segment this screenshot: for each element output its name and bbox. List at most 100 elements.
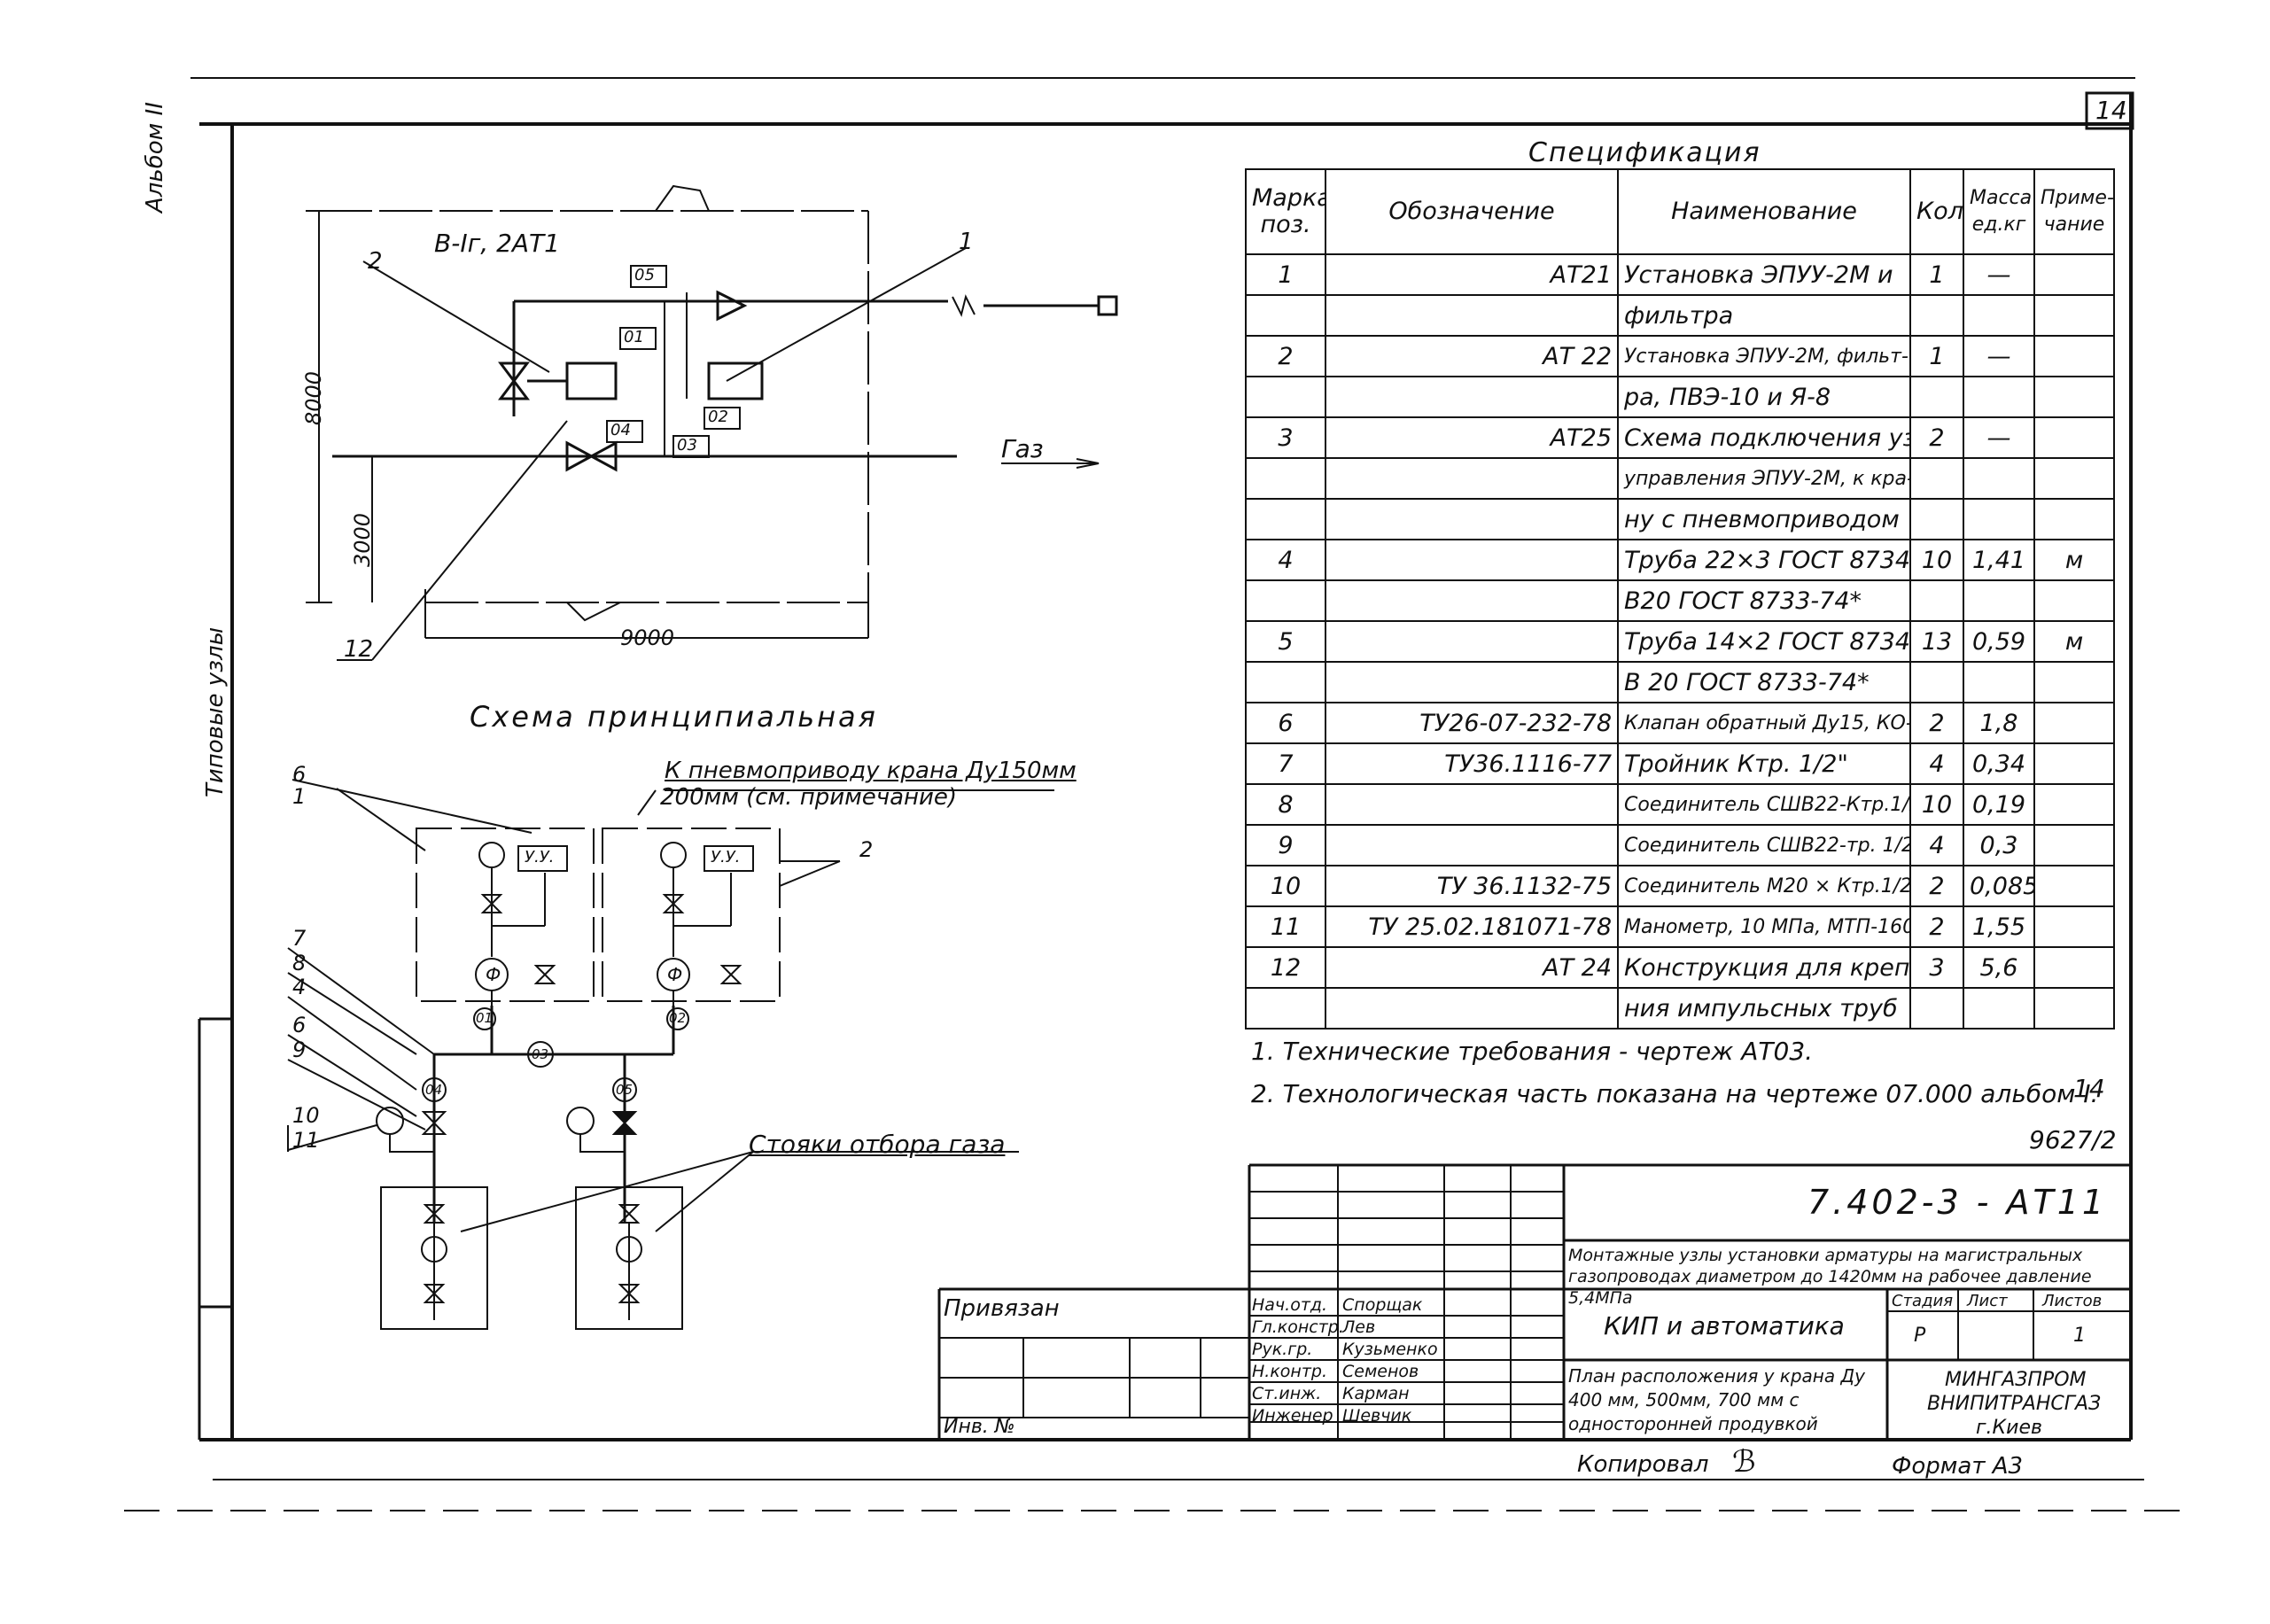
sheet-number: 14 <box>2095 96 2127 125</box>
schematic-uu-right: У.У. <box>711 848 741 866</box>
spec-cell-mark: 7 <box>1245 742 1326 785</box>
spec-cell-note: м <box>2033 620 2115 663</box>
spec-cell-name: управления ЭПУУ-2М, к кра- <box>1617 457 1911 500</box>
spec-cell-mass <box>1963 579 2035 622</box>
spec-cell-name: В20 ГОСТ 8733-74* <box>1617 579 1911 622</box>
spec-cell-qty <box>1909 294 1964 337</box>
spec-cell-note <box>2033 946 2115 989</box>
schematic-node-03: 03 <box>532 1046 549 1062</box>
spec-cell-mass: — <box>1963 253 2035 296</box>
spec-cell-mark: 2 <box>1245 335 1326 377</box>
spec-cell-note <box>2033 498 2115 540</box>
spec-cell-note <box>2033 579 2115 622</box>
spec-cell-mark: 1 <box>1245 253 1326 296</box>
spec-cell-mass: 0,19 <box>1963 783 2035 826</box>
stage-header: Стадия <box>1892 1292 1954 1310</box>
spec-cell-name: Схема подключения узла <box>1617 416 1911 459</box>
spec-cell-code: ТУ 36.1132-75 <box>1325 865 1619 907</box>
spec-cell-mass: — <box>1963 416 2035 459</box>
spec-cell-mass <box>1963 987 2035 1030</box>
spec-cell-code: АТ25 <box>1325 416 1619 459</box>
plan-box-03: 03 <box>677 436 697 455</box>
schematic-callout-6a: 6 <box>292 762 307 787</box>
spec-cell-mark <box>1245 498 1326 540</box>
signature-role: Н.контр. <box>1252 1362 1328 1381</box>
stage-value: Р <box>1914 1325 1926 1347</box>
spec-header-mass: Масса ед.кг <box>1963 168 2035 255</box>
plan-box-04: 04 <box>610 421 631 439</box>
spec-header-note: Приме- чание <box>2033 168 2115 255</box>
spec-cell-mass <box>1963 661 2035 703</box>
spec-cell-note <box>2033 702 2115 744</box>
sheet-ref-bottom: 9627/2 <box>2029 1125 2117 1154</box>
table-row: управления ЭПУУ-2М, к кра- <box>1245 457 2115 500</box>
spec-cell-name: Труба 14×2 ГОСТ 8734-75* <box>1617 620 1911 663</box>
spec-cell-mark: 5 <box>1245 620 1326 663</box>
spec-cell-note <box>2033 742 2115 785</box>
spec-cell-name: Манометр, 10 МПа, МТП-160-100 <box>1617 905 1911 948</box>
plan-box-01: 01 <box>624 328 644 346</box>
schematic-callout-11: 11 <box>292 1128 320 1153</box>
spec-cell-name: Установка ЭПУУ-2М, фильт- <box>1617 335 1911 377</box>
spec-cell-name: фильтра <box>1617 294 1911 337</box>
type-side-label: Типовые узлы <box>202 626 229 797</box>
table-row: ну с пневмоприводом <box>1245 498 2115 540</box>
spec-cell-name: Соединитель М20 × Ктр.1/2" <box>1617 865 1911 907</box>
spec-cell-note <box>2033 376 2115 418</box>
spec-cell-code: ТУ26-07-232-78 <box>1325 702 1619 744</box>
spec-header-code: Обозначение <box>1325 168 1619 255</box>
plan-dim-width: 9000 <box>620 626 675 650</box>
plan-dim-lower: 3000 <box>350 512 375 567</box>
doc-code: 7.402-3 - АТ11 <box>1807 1183 2108 1222</box>
spec-cell-code: АТ 24 <box>1325 946 1619 989</box>
spec-cell-qty: 2 <box>1909 702 1964 744</box>
spec-cell-note <box>2033 253 2115 296</box>
spec-cell-code <box>1325 376 1619 418</box>
schematic-stands-label: Стояки отбора газа <box>749 1130 1006 1159</box>
spec-cell-code <box>1325 620 1619 663</box>
signature-name: Лев <box>1342 1317 1376 1337</box>
spec-cell-note <box>2033 824 2115 866</box>
sheet-header: Лист <box>1967 1292 2008 1310</box>
spec-cell-note: м <box>2033 539 2115 581</box>
spec-cell-mass: 0,3 <box>1963 824 2035 866</box>
spec-cell-code <box>1325 539 1619 581</box>
copied-label: Копировал <box>1577 1451 1709 1478</box>
spec-cell-qty: 2 <box>1909 905 1964 948</box>
spec-cell-qty: 1 <box>1909 335 1964 377</box>
spec-cell-name: В 20 ГОСТ 8733-74* <box>1617 661 1911 703</box>
spec-cell-qty: 4 <box>1909 824 1964 866</box>
spec-cell-qty: 2 <box>1909 865 1964 907</box>
spec-cell-code <box>1325 987 1619 1030</box>
spec-cell-mass: 0,085 <box>1963 865 2035 907</box>
spec-cell-mass: 1,41 <box>1963 539 2035 581</box>
spec-cell-code <box>1325 661 1619 703</box>
schematic-node-02: 02 <box>669 1010 687 1026</box>
album-side-label: Альбом II <box>142 102 168 213</box>
signature-role: Ст.инж. <box>1252 1384 1322 1403</box>
schematic-title: Схема принципиальная <box>470 700 878 734</box>
spec-cell-mark: 10 <box>1245 865 1326 907</box>
plan-gas-label: Газ <box>1001 434 1044 463</box>
schematic-callout-9: 9 <box>292 1037 307 1062</box>
spec-table: Марка, поз. Обозначение Наименование Кол… <box>1245 168 2115 1030</box>
note-1: 1. Технические требования - чертеж АТ03. <box>1251 1037 1814 1066</box>
spec-cell-code <box>1325 824 1619 866</box>
table-row: В 20 ГОСТ 8733-74* <box>1245 661 2115 703</box>
spec-cell-qty: 3 <box>1909 946 1964 989</box>
spec-cell-code <box>1325 579 1619 622</box>
spec-cell-note <box>2033 335 2115 377</box>
signature-name: Семенов <box>1342 1362 1419 1381</box>
plan-box-02: 02 <box>708 408 728 426</box>
spec-cell-note <box>2033 457 2115 500</box>
spec-header-qty: Кол. <box>1909 168 1964 255</box>
spec-cell-qty: 10 <box>1909 539 1964 581</box>
spec-cell-note <box>2033 783 2115 826</box>
spec-cell-code <box>1325 294 1619 337</box>
spec-cell-name: Установка ЭПУУ-2М и <box>1617 253 1911 296</box>
